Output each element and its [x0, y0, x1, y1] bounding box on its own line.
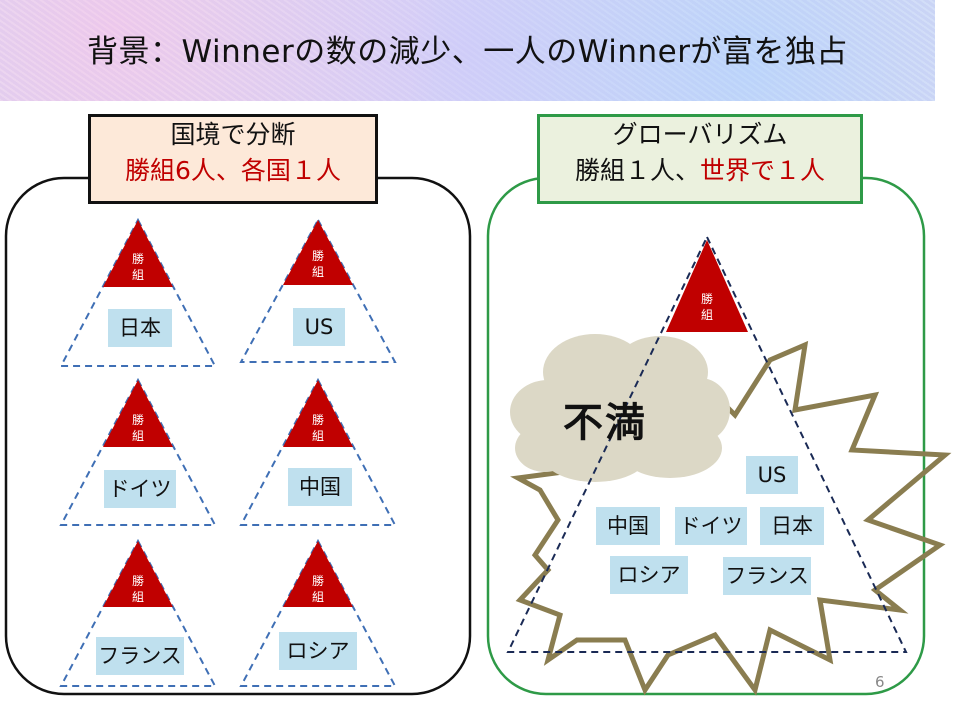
pyramid-russia — [239, 538, 397, 687]
right-label-line2-part2: 世界で１人 — [700, 156, 826, 185]
country-label-germany: ドイツ — [104, 470, 176, 508]
pyramid-france — [59, 538, 217, 687]
global-country-france: フランス — [723, 557, 811, 595]
winner-tip — [103, 220, 173, 287]
country-label-japan: 日本 — [108, 309, 172, 347]
pyramid-us — [239, 217, 397, 363]
tip-text-japan: 勝組 — [131, 252, 144, 282]
winner-tip — [283, 541, 353, 607]
slide-title: 背景：Winnerの数の減少、一人のWinnerが富を独占 — [87, 34, 848, 70]
country-label-russia: ロシア — [279, 632, 357, 670]
country-label-us: US — [293, 308, 345, 346]
global-winner-tip — [666, 240, 748, 332]
tip-text-china: 勝組 — [311, 413, 324, 443]
tip-text-france: 勝組 — [131, 574, 144, 604]
tip-text-russia: 勝組 — [311, 574, 324, 604]
right-label-line2-part1: 勝組１人、 — [574, 156, 700, 185]
discontent-burst — [510, 340, 952, 696]
tip-text-us: 勝組 — [311, 249, 324, 279]
left-label-line2: 勝組6人、各国１人 — [125, 156, 341, 185]
global-pyramid — [506, 234, 908, 653]
right-label-line2: 勝組１人、世界で１人 — [540, 153, 860, 189]
title-bar: 背景：Winnerの数の減少、一人のWinnerが富を独占 — [0, 0, 935, 101]
global-tip-text: 勝組 — [700, 292, 713, 322]
discontent-cloud — [510, 334, 730, 482]
pyramid-china — [239, 377, 397, 526]
winner-tip — [283, 220, 353, 285]
left-label-line1: 国境で分断 — [170, 120, 296, 149]
country-label-china: 中国 — [288, 468, 352, 506]
winner-tip — [283, 380, 353, 447]
tip-text-germany: 勝組 — [131, 413, 144, 443]
discontent-text: 不満 — [563, 400, 647, 446]
left-panel-frame — [4, 176, 472, 696]
winner-tip — [103, 541, 173, 607]
winner-tip — [103, 380, 173, 447]
left-panel-label: 国境で分断 勝組6人、各国１人 — [88, 114, 378, 204]
global-country-russia: ロシア — [610, 556, 688, 594]
right-label-line1: グローバリズム — [612, 120, 788, 149]
global-country-us: US — [746, 456, 798, 494]
global-country-germany: ドイツ — [675, 507, 747, 545]
global-country-china: 中国 — [596, 507, 660, 545]
global-country-japan: 日本 — [760, 507, 824, 545]
country-label-france: フランス — [96, 637, 184, 675]
pyramid-germany — [59, 377, 217, 526]
pyramid-japan — [59, 217, 217, 367]
right-panel-label: グローバリズム 勝組１人、世界で１人 — [537, 114, 863, 204]
page-number: 6 — [875, 673, 885, 691]
